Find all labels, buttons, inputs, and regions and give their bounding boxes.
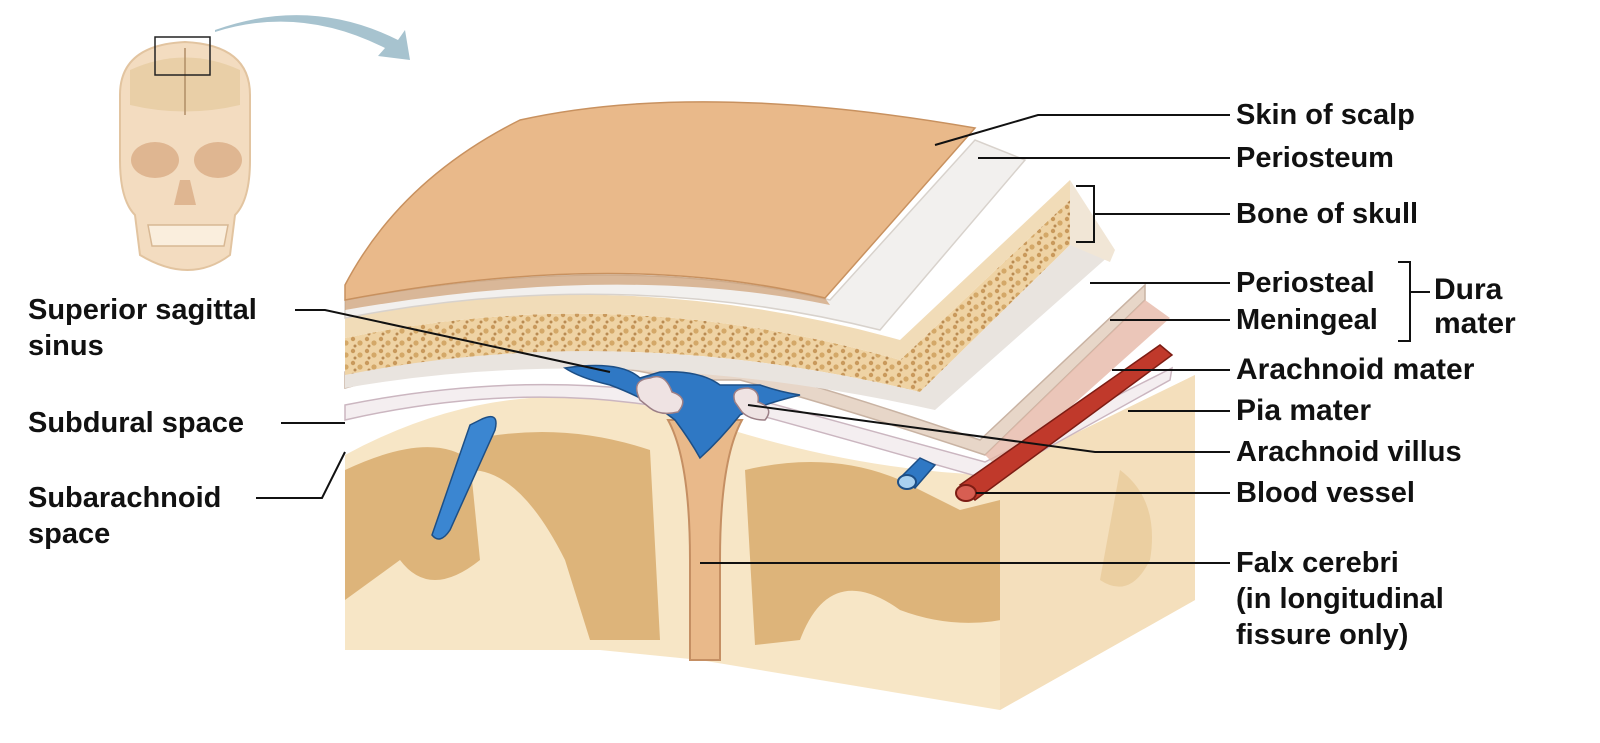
vein-cross-section <box>897 457 937 490</box>
zoom-box <box>154 36 211 76</box>
leader-superior-sagittal-sinus <box>295 309 611 373</box>
zoom-arrow <box>215 15 410 60</box>
label-meningeal: Meningeal <box>1236 304 1378 336</box>
arachnoid-villi <box>635 375 770 421</box>
label-subarachnoid-space: Subarachnoid space <box>28 482 222 550</box>
skull-thumbnail <box>119 36 251 271</box>
leader-skin-of-scalp <box>934 114 1230 146</box>
leader-lines <box>256 114 1430 564</box>
brain-block <box>345 375 1195 710</box>
label-periosteum: Periosteum <box>1236 142 1394 174</box>
pia-arachnoid-band <box>344 366 1173 481</box>
label-arachnoid-mater: Arachnoid mater <box>1236 353 1475 386</box>
leader-arachnoid-villus <box>747 404 1230 453</box>
sinus-branch-left <box>431 415 497 540</box>
label-bone-of-skull: Bone of skull <box>1236 198 1419 230</box>
label-subdural-space: Subdural space <box>28 407 244 439</box>
bone-layer <box>345 200 1070 392</box>
label-falx-cerebri: Falx cerebri (in longitudinal fissure on… <box>1236 547 1444 651</box>
label-arachnoid-villus: Arachnoid villus <box>1236 436 1462 468</box>
label-skin-of-scalp: Skin of scalp <box>1236 99 1415 131</box>
falx-cerebri <box>666 419 744 661</box>
leader-subarachnoid-space <box>256 451 346 499</box>
label-blood-vessel: Blood vessel <box>1236 477 1415 509</box>
leader-dura-bracket <box>1398 261 1411 342</box>
label-superior-sagittal-sinus: Superior sagittal sinus <box>28 294 257 362</box>
label-dura-mater: Dura mater <box>1434 273 1516 340</box>
label-periosteal: Periosteal <box>1236 267 1375 299</box>
scalp-layer <box>344 101 977 301</box>
label-pia-mater: Pia mater <box>1236 394 1372 427</box>
blood-vessel <box>955 344 1174 502</box>
